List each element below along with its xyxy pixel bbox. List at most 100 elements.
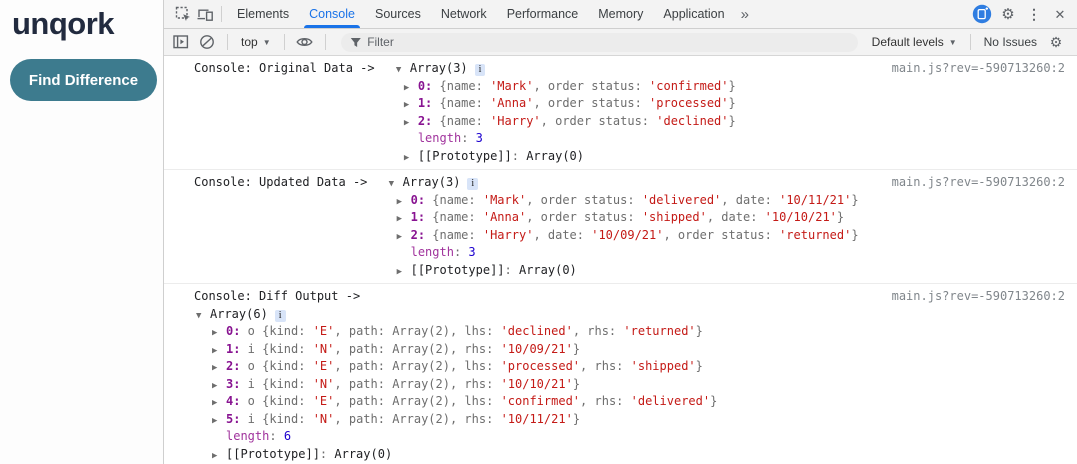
console-token-pv: } (695, 324, 703, 338)
console-token-pv: {name: (425, 192, 483, 207)
find-difference-button[interactable]: Find Difference (10, 59, 157, 101)
console-row: ▶0: {name: 'Mark', order status: 'confir… (194, 78, 1065, 96)
console-token-ix: 0: (226, 324, 241, 338)
expand-arrow-icon[interactable]: ▶ (212, 415, 218, 426)
expand-arrow-icon[interactable]: ▼ (196, 310, 202, 321)
divider (227, 34, 228, 50)
tab-performance[interactable]: Performance (506, 7, 579, 21)
console-token-st: 'processed' (500, 359, 581, 373)
filter-input[interactable] (367, 35, 849, 49)
console-token-pv: , order status: (540, 113, 657, 128)
console-token-pn: length (410, 245, 454, 259)
console-token-pv: i {kind: (240, 341, 313, 356)
console-token-st: '10/09/21' (500, 341, 573, 356)
console-token-st: '10/10/21' (500, 376, 573, 391)
console-token-st: '10/10/21' (764, 210, 837, 224)
expand-arrow-icon[interactable]: ▶ (403, 152, 410, 163)
console-token-pv: i {kind: (240, 411, 313, 426)
console-token-st: 'N' (312, 411, 335, 426)
page-panel: unqork Find Difference (0, 0, 163, 464)
console-row: ▶2: {name: 'Harry', date: '10/09/21', or… (194, 227, 1065, 245)
console-token-st: 'N' (312, 341, 335, 356)
console-sidebar-toggle-button[interactable] (170, 31, 192, 53)
tab-application[interactable]: Application (663, 7, 725, 21)
issues-counter[interactable]: No Issues (983, 35, 1037, 49)
console-token-nm: 3 (468, 245, 476, 259)
source-link[interactable]: main.js?rev=-590713260:2 (891, 61, 1065, 75)
expand-arrow-icon[interactable]: ▶ (212, 363, 218, 373)
create-live-expression-eye-button[interactable] (294, 31, 316, 53)
console-token-st: 'E' (312, 324, 335, 338)
expand-arrow-icon[interactable]: ▶ (403, 82, 410, 93)
filter-funnel-icon (350, 37, 361, 47)
console-token-pv: , path: Array(2), lhs: (334, 394, 501, 408)
console-token-pv: , rhs: (580, 359, 631, 373)
expand-arrow-icon[interactable]: ▶ (396, 231, 403, 242)
devtools-tabs: Elements Console Sources Network Performance… (227, 0, 735, 28)
expand-arrow-icon[interactable]: ▼ (388, 179, 395, 189)
tab-network[interactable]: Network (440, 7, 487, 21)
context-label: top (241, 35, 258, 49)
source-link[interactable]: main.js?rev=-590713260:2 (891, 289, 1065, 303)
settings-gear-button[interactable]: ⚙ (1001, 5, 1015, 23)
console-token-pv: , order status: (663, 227, 780, 242)
info-badge-icon: i (474, 64, 486, 76)
console-token-ix: 1: (226, 341, 241, 356)
console-token-st: 'declined' (500, 324, 573, 338)
inspect-element-button[interactable] (172, 3, 194, 25)
expand-arrow-icon[interactable]: ▶ (212, 328, 218, 338)
console-token-st: '10/09/21' (591, 227, 664, 242)
clear-console-button[interactable] (196, 31, 218, 53)
console-row: length: 3 (194, 244, 1065, 262)
console-token-pv: o {kind: (240, 394, 313, 408)
expand-arrow-icon[interactable]: ▶ (212, 380, 218, 391)
close-devtools-button[interactable]: ✕ (1054, 6, 1066, 22)
unqork-logo: unqork (12, 6, 115, 41)
expand-arrow-icon[interactable]: ▶ (403, 100, 410, 110)
expand-arrow-icon[interactable]: ▼ (395, 65, 402, 75)
console-token-lb: Console: Original Data -> (194, 61, 382, 75)
source-link[interactable]: main.js?rev=-590713260:2 (891, 175, 1065, 189)
console-row: length: 6 (194, 428, 1065, 446)
expand-arrow-icon[interactable]: ▶ (403, 117, 410, 128)
expand-arrow-icon[interactable]: ▶ (396, 214, 403, 224)
info-badge-icon: i (274, 309, 286, 322)
console-token-pv: } (836, 210, 845, 224)
expand-arrow-icon[interactable]: ▶ (212, 345, 218, 356)
console-token-st: 'declined' (656, 113, 729, 128)
tab-console[interactable]: Console (299, 0, 365, 28)
console-token-ix: 2: (410, 227, 426, 242)
console-token-lb: Console: Updated Data -> (194, 175, 375, 189)
console-token-ob: Array(0) (518, 262, 577, 277)
log-levels-dropdown[interactable]: Default levels ▼ (868, 35, 961, 49)
console-token-pv: } (572, 411, 581, 426)
expand-arrow-icon[interactable]: ▶ (212, 450, 218, 461)
tab-memory[interactable]: Memory (598, 7, 644, 21)
console-token-st: 'Harry' (490, 113, 541, 128)
more-options-kebab-button[interactable]: ⋮ (1027, 6, 1041, 22)
javascript-context-selector[interactable]: top ▼ (237, 35, 275, 49)
console-filter-box[interactable] (340, 32, 858, 52)
console-token-ob: Array(0) (526, 148, 584, 163)
info-badge-icon: i (467, 178, 479, 190)
expand-arrow-icon[interactable]: ▶ (212, 398, 218, 408)
device-feature-icon[interactable] (971, 3, 993, 25)
divider (969, 34, 971, 50)
console-token-pv: {name: (432, 113, 491, 128)
console-row: ▶[[Prototype]]: Array(0) (194, 262, 1065, 280)
tab-sources[interactable]: Sources (374, 7, 421, 21)
console-settings-gear-button[interactable]: ⚙ (1049, 34, 1063, 50)
console-token-ix: 2: (417, 113, 433, 128)
more-tabs-button[interactable]: » (740, 5, 749, 23)
tab-elements[interactable]: Elements (237, 7, 290, 21)
console-token-pv: , date: (706, 210, 765, 224)
console-row: ▶1: {name: 'Anna', order status: 'shippe… (194, 209, 1065, 227)
console-token-pv: , date: (721, 192, 780, 207)
devtools-tabbar: Elements Console Sources Network Performance… (164, 0, 1077, 29)
device-toolbar-button[interactable] (194, 3, 216, 25)
console-token-st: '10/11/21' (500, 411, 573, 426)
console-token-pv: , path: Array(2), rhs: (334, 376, 501, 391)
console-token-st: 'E' (312, 394, 335, 408)
expand-arrow-icon[interactable]: ▶ (396, 196, 403, 207)
expand-arrow-icon[interactable]: ▶ (396, 266, 403, 277)
